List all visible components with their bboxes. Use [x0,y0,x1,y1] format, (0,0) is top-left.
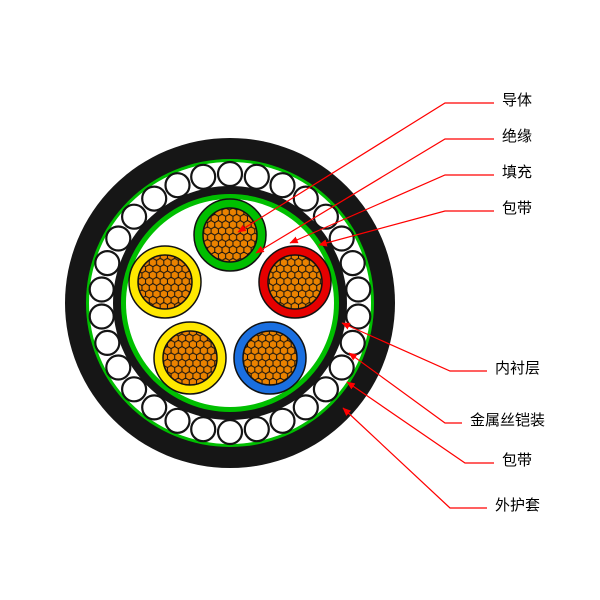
armor-wire [292,394,319,421]
armor-wire [216,418,244,446]
armor-wire [243,163,270,190]
label-tape-outer: 包带 [502,451,532,469]
armor-wire [94,329,121,356]
leader-line-outer-sheath [342,407,487,509]
armor-wire [312,203,339,230]
armor-wire [269,407,296,434]
label-conductor: 导体 [502,91,532,109]
core-top [193,198,267,272]
armor-wire [339,329,366,356]
leader-line-filling [289,174,494,244]
label-outer-sheath: 外护套 [495,496,540,514]
armor-wire [328,354,355,381]
wire-armor-layer [88,160,372,446]
armor-wire [141,394,168,421]
armor-wire [190,163,217,190]
armor-wire [190,416,217,443]
armor-wire [105,225,132,252]
leader-lines [237,102,494,509]
armor-wire [88,276,115,303]
core-lower-left [153,321,227,395]
armor-wire [121,376,148,403]
armor-wire [339,250,366,277]
armor-wire [164,172,191,199]
leader-line-insulation [255,138,494,254]
armor-wire [243,416,270,443]
core-conductor [137,254,193,310]
core-conductor [267,254,323,310]
leader-line-tape-outer [346,381,494,464]
core-conductor [162,330,218,386]
core-lower-right [233,321,307,395]
leader-line-wire-armor [348,352,462,424]
armor-wire [105,354,132,381]
armor-wire [216,160,244,188]
label-insulation: 绝缘 [502,127,532,145]
armor-wire [292,185,319,212]
leader-line-tape-inner [318,210,494,247]
label-wire-armor: 金属丝铠装 [470,411,545,429]
armor-wire [121,203,148,230]
core-conductor [202,207,258,263]
label-filling: 填充 [502,163,532,181]
label-inner-covering: 内衬层 [495,359,540,377]
armor-wire [345,303,372,330]
core-upper-left [128,245,202,319]
leader-line-inner-covering [341,322,487,372]
leader-line-conductor [237,102,494,233]
label-tape-inner: 包带 [502,199,532,217]
armor-wire [164,407,191,434]
armor-wire [88,303,115,330]
armor-wire [269,172,296,199]
core-conductor [242,330,298,386]
armor-wire [312,376,339,403]
core-upper-right [258,245,332,319]
armor-wire [94,250,121,277]
armor-wire [345,276,372,303]
armor-wire [141,185,168,212]
